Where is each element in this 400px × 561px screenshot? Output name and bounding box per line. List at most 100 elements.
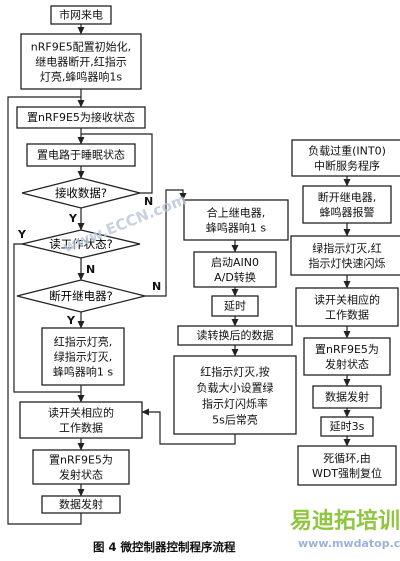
box-text-line: 合上继电器, xyxy=(207,206,266,220)
box-text-line: 指示灯闪烁率 xyxy=(202,397,268,411)
edge-labels: N Y Y N N Y xyxy=(17,195,161,327)
box-text-line: 置nRF9E5为接收状态 xyxy=(27,110,135,124)
edge-drecv-no xyxy=(81,133,153,194)
watermark-brand: 易迪拓培训 xyxy=(290,508,400,534)
box-text-line: 延时 xyxy=(224,299,246,312)
label-drecv-no: N xyxy=(144,195,153,208)
box-frame xyxy=(41,495,121,514)
box-text-line: 发射状态 xyxy=(59,468,103,482)
diamond-text: 读工作状态? xyxy=(49,237,113,251)
edge-ledb-readdata xyxy=(141,408,236,445)
node-recv-state: 置nRF9E5为接收状态 xyxy=(16,106,146,129)
box-frame xyxy=(177,325,293,346)
edges xyxy=(7,24,351,525)
box-text-line: 继电器断开,红指示 xyxy=(35,55,127,69)
box-text-line: 红指示灯灭,按 xyxy=(200,365,270,379)
node-init: nRF9E5配置初始化,继电器断开,红指示灯亮,蜂鸣器响1s xyxy=(20,33,142,90)
node-send2: 数据发射 xyxy=(312,385,382,409)
diamond-frame xyxy=(21,177,141,209)
box-text-line: nRF9E5配置初始化, xyxy=(31,40,131,54)
box-text-line: 断开继电器, xyxy=(318,190,377,204)
box-frame xyxy=(50,5,112,25)
box-text-line: 工作数据 xyxy=(325,308,369,322)
node-led-a: 红指示灯亮,绿指示灯灭,蜂鸣器响1 s xyxy=(41,327,125,386)
box-text-line: 数据发射 xyxy=(59,497,103,511)
box-frame xyxy=(19,401,143,439)
box-text-line: 指示灯快速闪烁 xyxy=(309,256,386,270)
edge-send-loop-recv xyxy=(7,96,82,525)
label-doff-yes: Y xyxy=(66,314,76,327)
box-frame xyxy=(297,445,397,486)
box-frame xyxy=(32,449,130,485)
box-text-line: 启动AIN0 xyxy=(211,256,259,269)
box-text-line: A/D转换 xyxy=(214,270,256,284)
edge-doff-no xyxy=(145,189,187,297)
label-drecv-yes: Y xyxy=(68,212,78,225)
node-alarm: 断开继电器,蜂鸣器报警 xyxy=(302,185,392,224)
box-frame xyxy=(302,185,392,224)
diamond-text: 接收数据? xyxy=(55,186,107,200)
box-text-line: 读转换后的数据 xyxy=(197,328,274,342)
edge-dread-yes xyxy=(13,243,81,393)
box-frame xyxy=(290,235,400,276)
decision-read-state: 读工作状态? xyxy=(21,229,141,259)
box-text-line: 置nRF9E5为 xyxy=(49,454,113,467)
box-frame xyxy=(303,337,391,376)
box-text-line: 5s后常亮 xyxy=(212,413,258,427)
box-text-line: 读开关相应的 xyxy=(48,406,114,420)
box-text-line: 工作数据 xyxy=(59,421,103,435)
diamond-frame xyxy=(21,229,141,259)
box-text-line: 数据发射 xyxy=(325,389,369,403)
box-text-line: 绿指示灯灭, xyxy=(54,350,113,364)
box-frame xyxy=(320,416,374,437)
label-dread-yes: Y xyxy=(17,228,27,241)
decision-turn-off-relay: 断开继电器? xyxy=(16,279,146,313)
box-frame xyxy=(16,106,146,129)
box-text-line: 延时3s xyxy=(330,420,365,433)
label-doff-no: N xyxy=(152,280,161,293)
box-text-line: 市网来电 xyxy=(59,7,103,21)
node-delay3: 延时3s xyxy=(320,416,374,437)
box-frame xyxy=(41,327,125,386)
box-text-line: 红指示灯亮, xyxy=(54,335,113,349)
decision-receive-data: 接收数据? xyxy=(21,177,141,209)
box-text-line: 负载过重(INT0) xyxy=(308,144,386,158)
label-dread-no: N xyxy=(86,263,95,276)
box-frame xyxy=(193,251,277,288)
box-text-line: 读开关相应的 xyxy=(314,293,380,307)
node-delay: 延时 xyxy=(211,295,259,317)
node-start: 市网来电 xyxy=(50,5,112,25)
box-text-line: 发射状态 xyxy=(325,357,369,371)
box-text-line: WDT强制复位 xyxy=(312,466,382,480)
box-text-line: 置nRF9E5为 xyxy=(315,343,379,356)
box-frame xyxy=(291,139,400,177)
box-text-line: 负载大小设置绿 xyxy=(197,381,274,395)
box-text-line: 蜂鸣器报警 xyxy=(320,205,375,219)
box-text-line: 灯亮,蜂鸣器响1s xyxy=(40,70,122,84)
figure-caption: 图 4 微控制器控制程序流程 xyxy=(93,540,236,554)
node-isr: 负载过重(INT0)中断服务程序 xyxy=(291,139,400,177)
box-frame xyxy=(183,199,289,241)
box-frame xyxy=(312,385,382,409)
box-frame xyxy=(211,295,259,317)
diamond-text: 断开继电器? xyxy=(49,289,113,303)
box-frame xyxy=(20,33,142,90)
box-text-line: 中断服务程序 xyxy=(314,159,380,173)
node-read-conv: 读转换后的数据 xyxy=(177,325,293,346)
node-relay-on: 合上继电器,蜂鸣器响1 s xyxy=(183,199,289,241)
box-text-line: 蜂鸣器响1 s xyxy=(53,365,113,379)
node-send: 数据发射 xyxy=(41,495,121,514)
node-sleep: 置电路于睡眠状态 xyxy=(26,143,136,167)
box-text-line: 置电路于睡眠状态 xyxy=(37,148,125,162)
box-frame xyxy=(173,355,297,435)
box-text-line: 绿指示灯灭,红 xyxy=(312,241,382,255)
